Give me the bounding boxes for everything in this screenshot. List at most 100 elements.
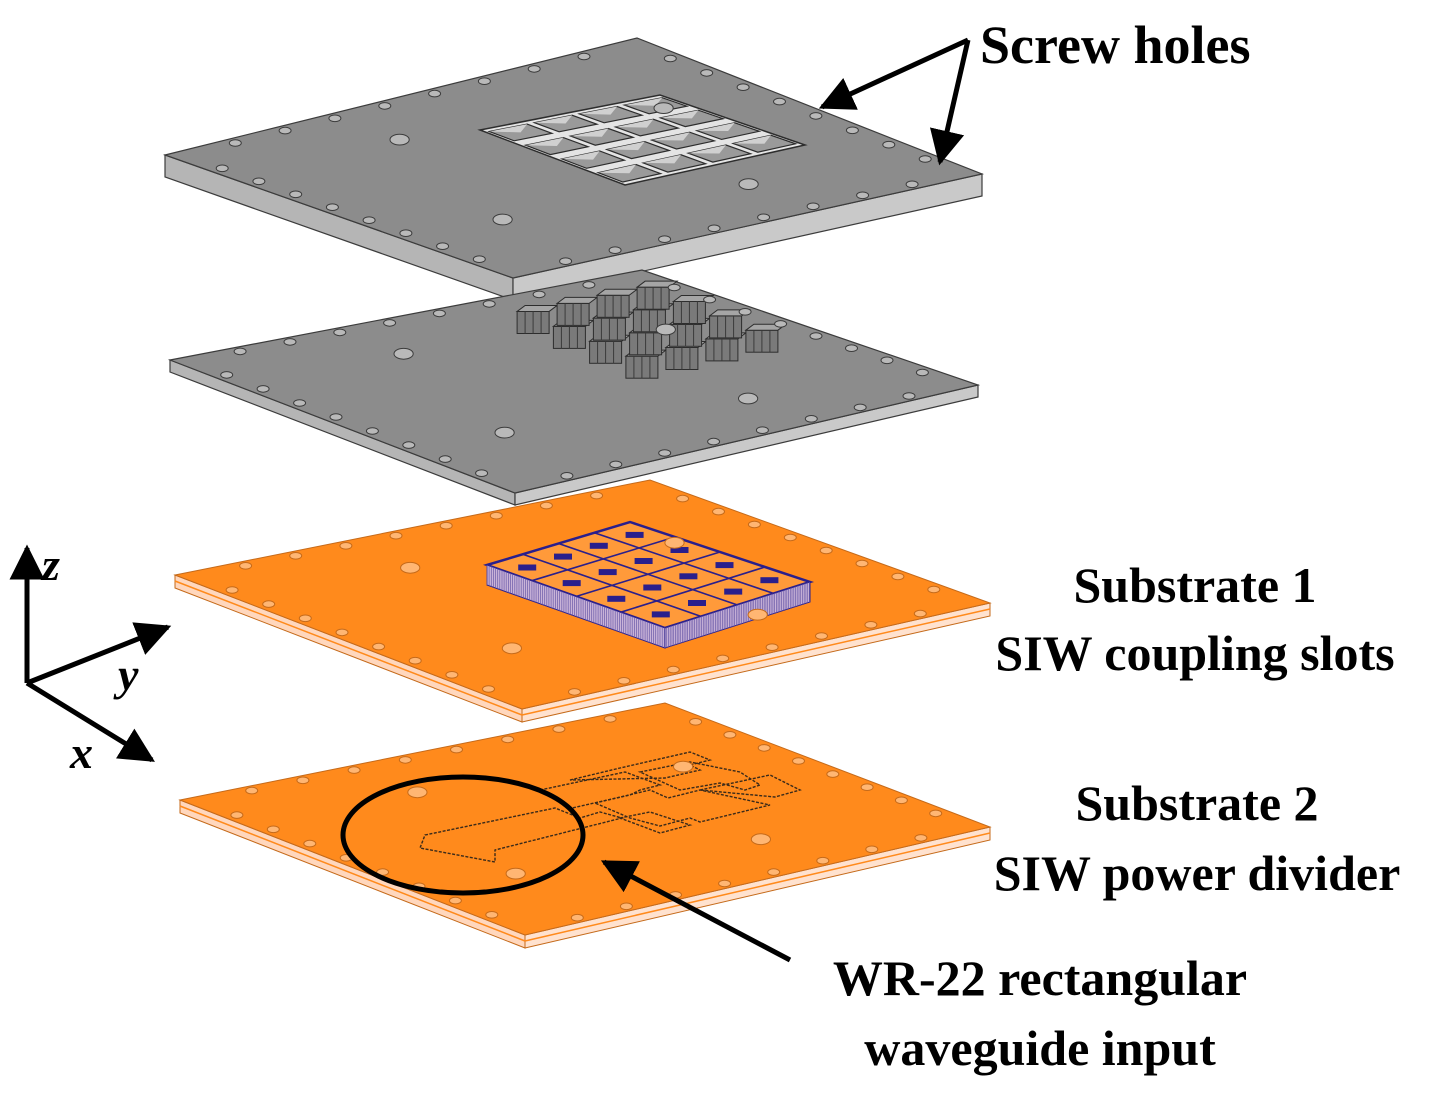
screw-hole: [894, 796, 908, 805]
substrate2-description: SIW power divider: [994, 845, 1401, 901]
coupling-slot: [670, 547, 689, 553]
alignment-hole: [400, 561, 421, 574]
substrate1-screw-holes: [225, 491, 941, 696]
screw-hole: [703, 295, 717, 304]
screw-hole: [552, 725, 566, 733]
screw-hole: [289, 190, 303, 199]
screw-hole: [757, 213, 771, 222]
coupling-slot: [688, 600, 706, 606]
alignment-hole: [492, 213, 513, 226]
screw-hole: [747, 520, 761, 529]
screw-hole: [365, 427, 379, 435]
screw-hole: [804, 415, 818, 423]
cavity-cell: [487, 123, 555, 142]
screw-hole: [882, 140, 896, 149]
z-axis-label: z: [40, 539, 60, 590]
coupling-slot: [598, 569, 617, 576]
screw-hole: [333, 328, 347, 337]
screw-hole: [527, 65, 541, 73]
screw-hole: [252, 177, 266, 186]
screw-hole: [809, 112, 823, 120]
screw-hole: [570, 913, 584, 922]
alignment-hole: [494, 426, 515, 439]
coupling-slot: [607, 595, 626, 602]
screw-hole: [485, 911, 499, 919]
alignment-hole: [664, 536, 685, 549]
coupling-slot: [518, 564, 537, 571]
screw-hole: [482, 300, 496, 308]
middle-plate-screw-holes: [220, 281, 929, 480]
screw-hole: [689, 718, 703, 726]
screw-hole: [880, 356, 894, 365]
screw-hole: [228, 139, 242, 147]
screw-hole: [707, 437, 721, 446]
screw-hole: [619, 902, 633, 911]
screw-hole: [477, 77, 491, 85]
alignment-hole: [389, 133, 410, 146]
top-plate-screw-holes: [215, 52, 932, 266]
screw-hole: [239, 562, 253, 570]
siw-power-divider-pattern: [419, 751, 802, 863]
screw-hole: [736, 83, 750, 91]
screw-hole: [559, 257, 573, 266]
screw-hole: [774, 320, 788, 328]
screw-hole: [853, 403, 867, 412]
siw-coupling-slot-pattern: [482, 520, 815, 649]
screw-hole: [220, 371, 234, 379]
middle-metal-plate: [167, 269, 981, 506]
waveguide-label-line2: waveguide input: [864, 1020, 1216, 1076]
screw-hole: [902, 392, 916, 400]
alignment-hole: [407, 786, 428, 799]
screw-hole: [256, 385, 270, 393]
coupling-slot: [724, 588, 743, 595]
screw-hole: [806, 202, 820, 211]
substrate1-description: SIW coupling slots: [995, 625, 1394, 681]
alignment-hole: [738, 392, 759, 405]
screw-hole: [845, 126, 859, 135]
coupling-slot: [715, 562, 734, 569]
substrate1-title: Substrate 1: [1073, 557, 1316, 613]
alignment-hole: [393, 347, 414, 360]
screw-hole: [568, 688, 581, 696]
screw-hole: [402, 441, 416, 449]
screw-holes-label: Screw holes: [980, 15, 1250, 75]
screw-hole: [560, 472, 574, 480]
screw-hole: [532, 290, 546, 299]
screw-hole: [707, 224, 721, 233]
y-axis: [26, 622, 172, 686]
screw-hole: [603, 715, 617, 723]
screw-hole: [266, 825, 280, 834]
screw-hole: [918, 155, 932, 163]
substrate-2-layer: [178, 702, 992, 949]
cavity-cell: [613, 118, 681, 137]
screw-hole: [475, 469, 489, 478]
screw-hole: [450, 745, 463, 754]
screw-hole: [303, 839, 317, 848]
screw-hole: [845, 344, 858, 353]
x-axis-label: x: [69, 727, 93, 778]
alignment-hole: [738, 178, 759, 191]
alignment-hole: [501, 642, 522, 655]
screw-hole: [233, 347, 247, 356]
waveguide-arrow: [600, 859, 792, 963]
screw-hole: [399, 229, 413, 237]
screw-hole: [347, 766, 361, 774]
raised-element-array: [515, 280, 788, 379]
screw-hole: [913, 609, 927, 618]
screw-hole: [438, 455, 452, 463]
screw-hole: [712, 507, 725, 516]
screw-hole: [666, 665, 680, 674]
coordinate-axes: [9, 544, 172, 763]
screw-hole: [929, 809, 943, 818]
substrate-1-layer: [173, 479, 992, 723]
alignment-hole: [653, 102, 674, 114]
coupling-slot: [760, 577, 779, 584]
screw-hole: [658, 449, 672, 457]
screw-hole: [663, 54, 677, 63]
screw-hole: [408, 656, 422, 665]
screw-hole: [436, 242, 450, 250]
substrate2-title: Substrate 2: [1075, 775, 1318, 831]
screw-hole: [289, 552, 303, 560]
screw-hole: [339, 542, 353, 550]
screw-holes-arrow-1: [818, 37, 970, 110]
